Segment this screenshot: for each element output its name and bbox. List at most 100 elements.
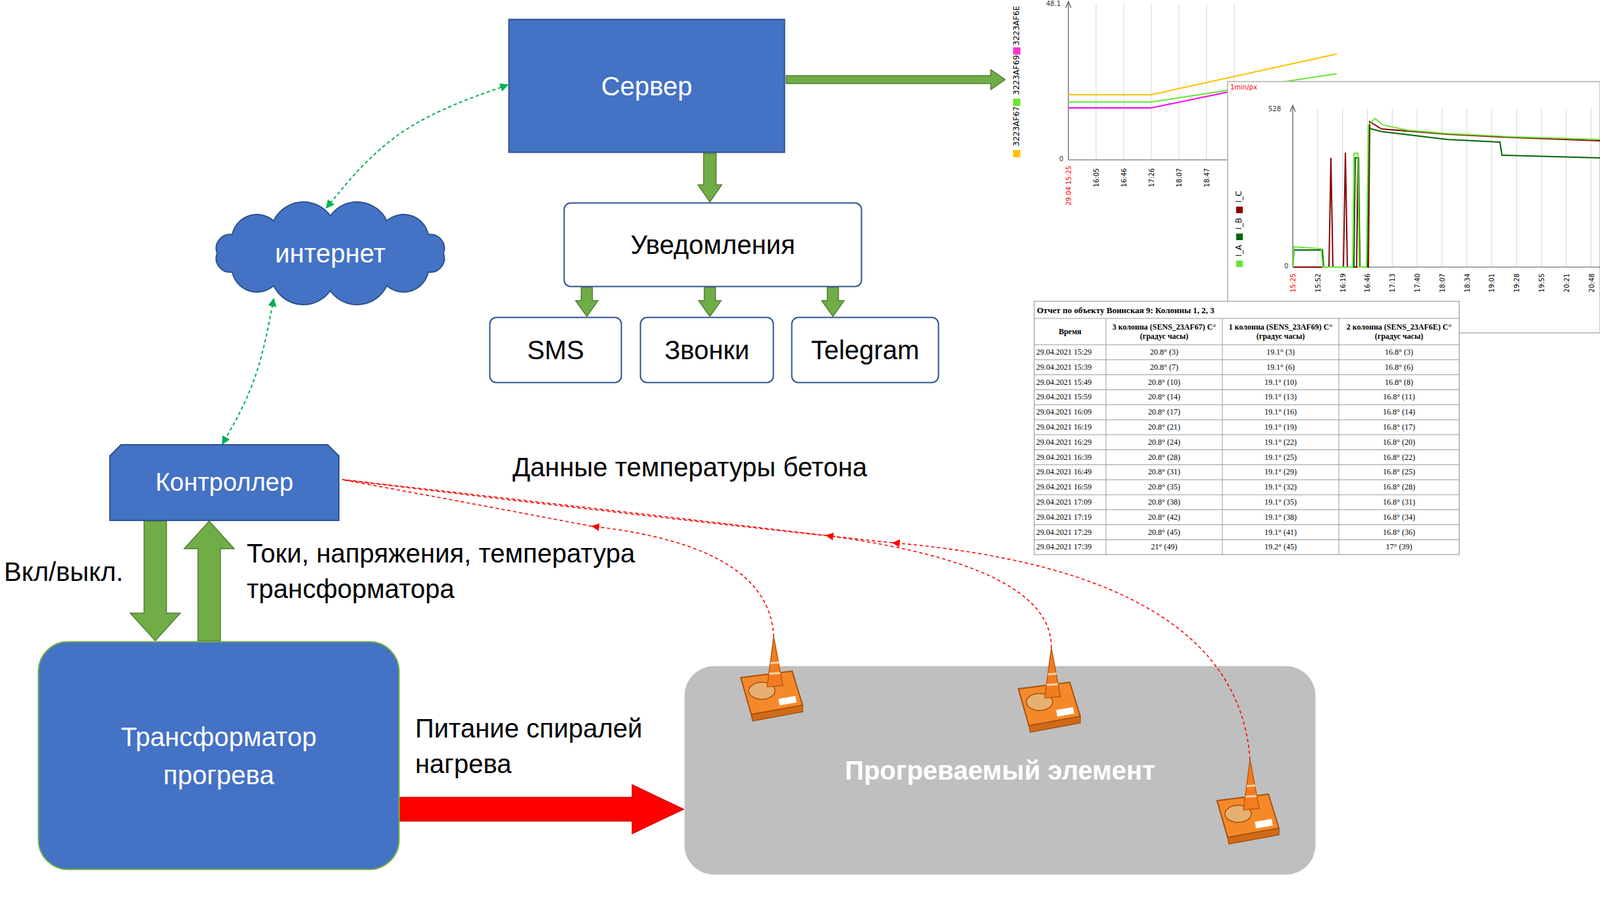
- controller-box: Контроллер: [109, 444, 340, 522]
- table-cell: 29.04.2021 15:49: [1036, 375, 1104, 391]
- table-cell: 29.04.2021 16:29: [1036, 434, 1104, 450]
- block-arrow: [575, 287, 599, 317]
- node-text: SMS: [526, 333, 585, 367]
- table-cell: 29.04.2021 16:49: [1036, 464, 1104, 480]
- chart-label: 18:34: [1463, 273, 1471, 293]
- table-cell: 20.8° (24): [1107, 434, 1221, 450]
- table-cell: 16.8° (6): [1340, 359, 1458, 375]
- table-cell: 19.1° (29): [1224, 464, 1337, 480]
- table-cell: 19.1° (13): [1224, 389, 1337, 405]
- table-cell: 16.8° (8): [1340, 375, 1458, 391]
- calls-box: Звонки: [639, 316, 775, 384]
- node-text: Звонки: [664, 333, 750, 367]
- internet-cloud: интернет: [198, 203, 462, 303]
- block-arrow: [130, 521, 181, 641]
- table-cell: 19.1° (3): [1224, 344, 1337, 360]
- chart-label: 17:40: [1413, 273, 1422, 293]
- chart-label: 0: [1059, 155, 1064, 163]
- table-cell: 29.04.2021 17:19: [1036, 509, 1104, 525]
- sms-box: SMS: [488, 316, 623, 384]
- table-cell: 16.8° (22): [1340, 450, 1458, 466]
- block-arrow: [698, 153, 722, 202]
- chart-label: 3223AF69: [1012, 55, 1022, 96]
- chart-label: 1min/px: [1230, 83, 1258, 91]
- heated-element: Прогреваемый элемент: [683, 665, 1317, 876]
- table-cell: 29.04.2021 17:39: [1036, 539, 1104, 555]
- table-cell: 16.8° (14): [1340, 404, 1458, 420]
- chart-label: 15:25: [1289, 273, 1297, 293]
- table-cell: 16.8° (17): [1340, 419, 1458, 435]
- table-cell: 20.8° (21): [1107, 419, 1221, 435]
- report-table: [1034, 301, 1460, 555]
- table-cell: 29.04.2021 15:39: [1036, 359, 1104, 375]
- table-cell: 19.1° (35): [1224, 494, 1337, 510]
- node-text: Сервер: [601, 69, 693, 103]
- table-cell: 19.1° (38): [1224, 509, 1337, 525]
- dashed-link: [326, 84, 508, 208]
- chart-label: 20:21: [1562, 273, 1570, 293]
- table-cell: 20.8° (35): [1107, 479, 1221, 495]
- table-cell: 29.04.2021 17:29: [1036, 525, 1104, 541]
- chart-label: 19:55: [1538, 273, 1546, 293]
- table-cell: 16.8° (34): [1340, 509, 1458, 525]
- table-cell: 29.04.2021 16:19: [1036, 419, 1104, 435]
- edge-label: Токи, напряжения, температура трансформа…: [246, 535, 668, 607]
- chart-label: 48.1: [1046, 0, 1061, 8]
- table-cell: 16.8° (28): [1340, 479, 1458, 495]
- edge-label: Питание спиралей нагрева: [415, 710, 692, 782]
- table-header: 3 колонна (SENS_23AF67) C° (градус часы): [1107, 319, 1222, 345]
- chart-label: 15:52: [1313, 273, 1322, 293]
- table-cell: 20.8° (17): [1107, 404, 1221, 420]
- telegram-box: Telegram: [790, 316, 940, 384]
- block-arrow: [698, 287, 722, 317]
- table-cell: 19.1° (10): [1224, 375, 1337, 391]
- table-cell: 21° (49): [1107, 539, 1221, 555]
- current-chart: [1227, 81, 1600, 333]
- table-cell: 19.1° (41): [1224, 525, 1337, 541]
- edge-label: Вкл/выкл.: [3, 553, 124, 590]
- chart-label: 528: [1268, 105, 1281, 113]
- transformer-box-outline: [37, 640, 400, 871]
- table-header: 1 колонна (SENS_23AF69) C° (градус часы): [1223, 319, 1338, 345]
- dashed-link: [222, 298, 274, 445]
- chart-label: 16:46: [1363, 273, 1372, 293]
- node-text: Контроллер: [155, 467, 294, 499]
- block-arrow: [400, 784, 684, 834]
- chart-label: 19:28: [1513, 273, 1521, 293]
- node-text: интернет: [275, 236, 386, 270]
- output-arrow: [786, 69, 1006, 90]
- node-text: Уведомления: [630, 228, 795, 262]
- chart-label: 29.04 15:25: [1065, 165, 1073, 206]
- chart-label: 16:05: [1092, 168, 1100, 188]
- node-text: Telegram: [811, 333, 920, 367]
- table-cell: 19.2° (45): [1224, 539, 1337, 555]
- chart-label: 20:48: [1587, 273, 1595, 293]
- table-cell: 20.8° (14): [1107, 389, 1221, 405]
- table-cell: 29.04.2021 15:59: [1036, 389, 1104, 405]
- table-cell: 20.8° (45): [1107, 525, 1221, 541]
- chart-label: 16:46: [1120, 168, 1128, 188]
- table-cell: 20.8° (10): [1107, 375, 1221, 391]
- table-header: Время: [1035, 319, 1105, 345]
- table-cell: 19.1° (32): [1224, 479, 1337, 495]
- chart-label: 16:19: [1338, 273, 1347, 293]
- table-header: 2 колонна (SENS_23AF6E) C° (градус часы): [1340, 319, 1458, 345]
- chart-label: 18:07: [1438, 273, 1446, 293]
- table-cell: 20.8° (28): [1107, 450, 1221, 466]
- table-cell: 29.04.2021 15:29: [1036, 344, 1104, 360]
- block-arrow: [821, 287, 845, 317]
- table-cell: 29.04.2021 17:09: [1036, 494, 1104, 510]
- table-cell: 16.8° (36): [1340, 525, 1458, 541]
- chart-label: 0: [1284, 262, 1289, 270]
- table-cell: 20.8° (7): [1107, 359, 1221, 375]
- chart-label: 18:47: [1203, 168, 1211, 188]
- table-cell: 19.1° (6): [1224, 359, 1337, 375]
- table-cell: 29.04.2021 16:59: [1036, 479, 1104, 495]
- table-cell: 19.1° (19): [1224, 419, 1337, 435]
- table-cell: 17° (39): [1340, 539, 1458, 555]
- chart-label: 3223AF67: [1012, 106, 1022, 147]
- table-cell: 19.1° (25): [1224, 450, 1337, 466]
- table-cell: 16.8° (25): [1340, 464, 1458, 480]
- table-cell: 16.8° (11): [1340, 389, 1458, 405]
- table-cell: 29.04.2021 16:09: [1036, 404, 1104, 420]
